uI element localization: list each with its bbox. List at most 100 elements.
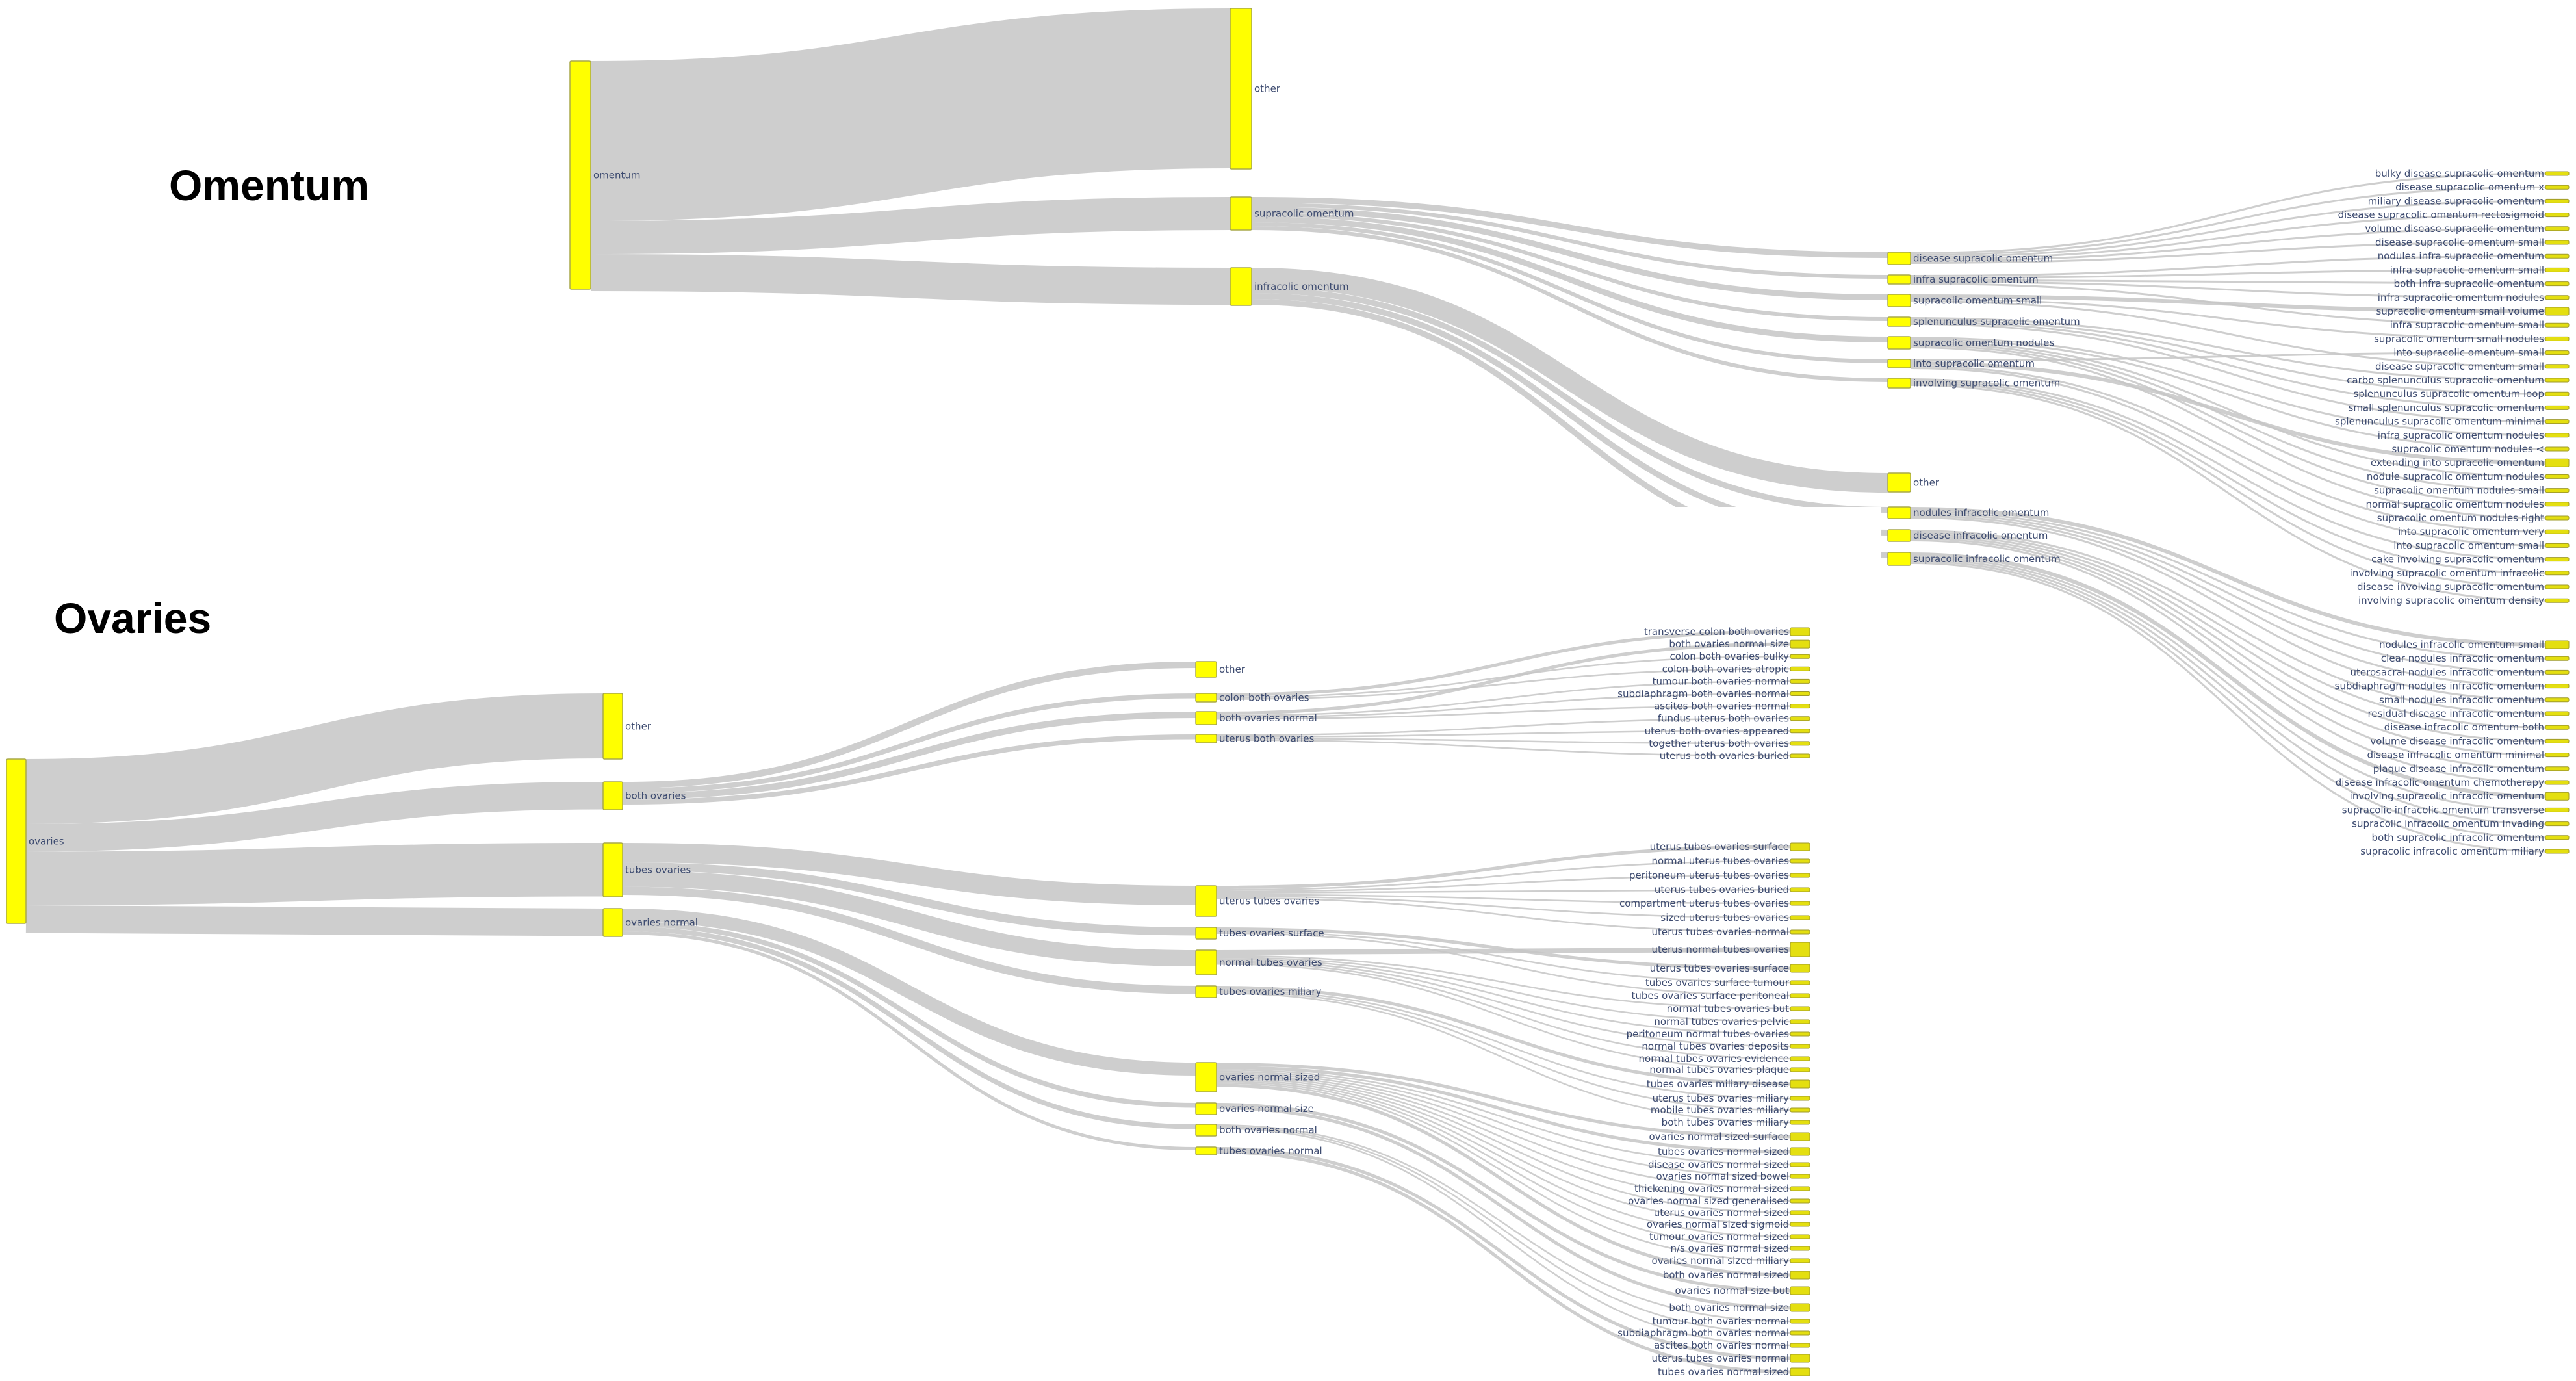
sankey-node[interactable] [1790,1303,1810,1312]
sankey-node[interactable] [2545,350,2570,355]
sankey-node[interactable] [1790,1198,1810,1204]
sankey-node[interactable] [1790,1367,1810,1376]
sankey-node[interactable] [1790,1120,1810,1125]
sankey-node[interactable] [2545,780,2570,785]
sankey-node[interactable] [1790,1132,1810,1141]
sankey-node[interactable] [1195,949,1217,975]
sankey-node[interactable] [1790,1222,1810,1227]
sankey-node[interactable] [1230,196,1252,231]
sankey-node[interactable] [1790,716,1810,721]
sankey-node[interactable] [602,693,623,760]
sankey-node[interactable] [2545,738,2570,743]
sankey-node[interactable] [2545,529,2570,534]
sankey-node[interactable] [1790,1031,1810,1037]
sankey-node[interactable] [2545,753,2570,758]
sankey-node[interactable] [1790,1067,1810,1072]
sankey-node[interactable] [1790,1079,1810,1089]
sankey-node[interactable] [1790,1246,1810,1251]
sankey-node[interactable] [2545,835,2570,840]
sankey-node[interactable] [2545,502,2570,507]
sankey-node[interactable] [1790,964,1810,973]
sankey-node[interactable] [1790,887,1810,892]
sankey-node[interactable] [1887,529,1911,542]
sankey-node[interactable] [6,758,27,924]
sankey-node[interactable] [2545,669,2570,675]
sankey-node[interactable] [1195,885,1217,917]
sankey-node[interactable] [1195,734,1217,743]
sankey-node[interactable] [1790,654,1810,659]
sankey-node[interactable] [2545,267,2570,272]
sankey-node[interactable] [2545,807,2570,812]
sankey-node[interactable] [1790,1319,1810,1324]
sankey-node[interactable] [2545,474,2570,479]
sankey-node[interactable] [1790,666,1810,671]
sankey-node[interactable] [2545,226,2570,231]
sankey-node[interactable] [2545,697,2570,703]
sankey-node[interactable] [2545,185,2570,190]
sankey-node[interactable] [569,60,591,290]
sankey-node[interactable] [1790,729,1810,734]
sankey-node[interactable] [2545,433,2570,438]
sankey-node[interactable] [1887,316,1911,327]
sankey-node[interactable] [2545,378,2570,383]
sankey-node[interactable] [2545,458,2570,467]
sankey-node[interactable] [1790,1096,1810,1101]
sankey-node[interactable] [2545,364,2570,369]
sankey-node[interactable] [2545,281,2570,287]
sankey-node[interactable] [2545,253,2570,259]
sankey-node[interactable] [2545,849,2570,854]
sankey-node[interactable] [1195,927,1217,940]
sankey-node[interactable] [1790,691,1810,696]
sankey-node[interactable] [2545,725,2570,730]
sankey-node[interactable] [2545,656,2570,661]
sankey-node[interactable] [1790,929,1810,935]
sankey-node[interactable] [1790,901,1810,906]
sankey-node[interactable] [1790,639,1810,649]
sankey-node[interactable] [1790,873,1810,878]
sankey-node[interactable] [2545,240,2570,245]
sankey-node[interactable] [1790,1044,1810,1049]
sankey-node[interactable] [2545,446,2570,452]
sankey-node[interactable] [1887,552,1911,566]
sankey-node[interactable] [2545,557,2570,562]
sankey-node[interactable] [1790,678,1810,684]
sankey-node[interactable] [1790,1186,1810,1191]
sankey-node[interactable] [2545,766,2570,771]
sankey-node[interactable] [2545,198,2570,203]
sankey-node[interactable] [1195,661,1217,678]
sankey-node[interactable] [1790,1286,1810,1295]
sankey-node[interactable] [2545,322,2570,328]
sankey-node[interactable] [2545,711,2570,716]
sankey-node[interactable] [1887,506,1911,519]
sankey-node[interactable] [1230,8,1252,170]
sankey-node[interactable] [2545,543,2570,548]
sankey-node[interactable] [1790,1019,1810,1024]
sankey-node[interactable] [1195,1102,1217,1115]
sankey-node[interactable] [1195,693,1217,703]
sankey-node[interactable] [1790,1107,1810,1113]
sankey-node[interactable] [2545,213,2570,218]
sankey-node[interactable] [2545,488,2570,493]
sankey-node[interactable] [1790,942,1810,957]
sankey-node[interactable] [2545,684,2570,689]
sankey-node[interactable] [2545,598,2570,603]
sankey-node[interactable] [1887,378,1911,389]
sankey-node[interactable] [1790,1234,1810,1239]
sankey-node[interactable] [1195,1146,1217,1155]
sankey-node[interactable] [1790,1174,1810,1179]
sankey-node[interactable] [2545,295,2570,300]
sankey-node[interactable] [2545,336,2570,341]
sankey-node[interactable] [1790,1147,1810,1156]
sankey-node[interactable] [2545,171,2570,176]
sankey-node[interactable] [2545,307,2570,316]
sankey-node[interactable] [2545,640,2570,649]
sankey-node[interactable] [2545,792,2570,801]
sankey-node[interactable] [1887,336,1911,350]
sankey-node[interactable] [1790,1343,1810,1348]
sankey-node[interactable] [1887,472,1911,493]
sankey-node[interactable] [1887,274,1911,285]
sankey-node[interactable] [1230,267,1252,306]
sankey-node[interactable] [1790,1006,1810,1011]
sankey-node[interactable] [1887,359,1911,368]
sankey-node[interactable] [1887,294,1911,307]
